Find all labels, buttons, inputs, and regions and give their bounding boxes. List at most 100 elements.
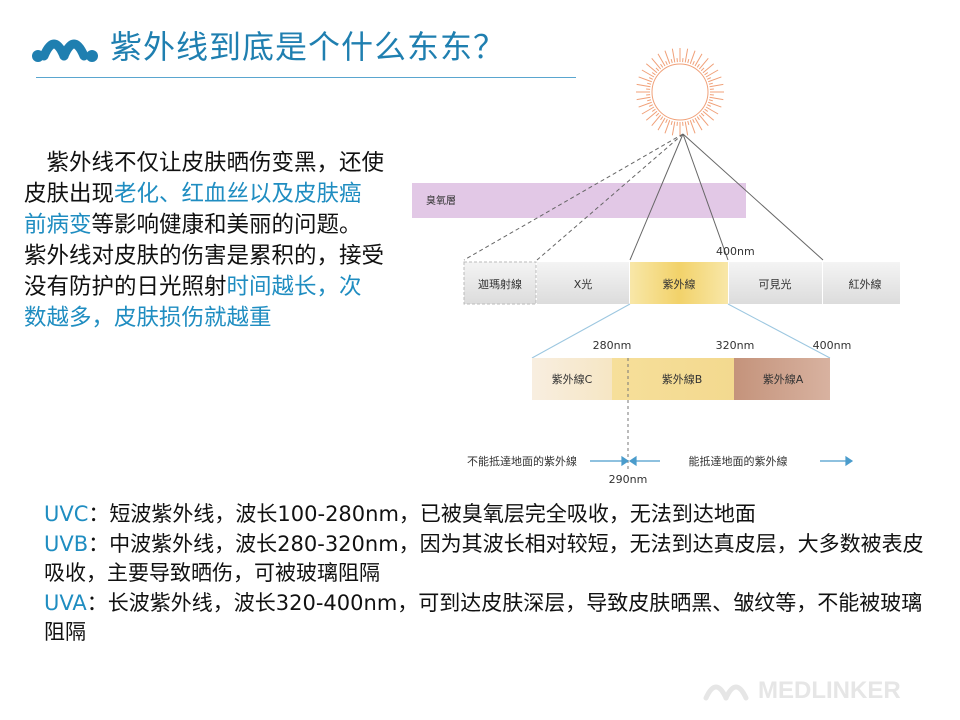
sun-ray: [670, 120, 673, 125]
spectrum-infrared: 紅外線: [849, 277, 882, 291]
sun-ray: [684, 48, 689, 63]
uva-text: ：长波紫外线，波长320-400nm，可到达皮肤深层，导致皮肤晒黑、皱纹等，不能…: [44, 590, 923, 645]
sun-ray: [698, 114, 709, 127]
sun-rays: [463, 133, 824, 261]
sun-ray: [702, 63, 715, 74]
sun-ray: [638, 101, 652, 108]
sun-ray: [692, 60, 695, 66]
sun-ray: [664, 50, 671, 64]
sun-ray: [706, 77, 712, 80]
ozone-layer-band: [412, 183, 746, 218]
sun-ray: [660, 63, 664, 68]
sun-ray: [704, 108, 709, 112]
sun-ray: [687, 59, 690, 64]
sun-ray: [657, 53, 666, 67]
intro-text-1: 紫外线不仅让皮肤晒伤变黑，还使皮肤出现: [24, 150, 385, 207]
title-divider: [36, 77, 576, 78]
sun-ray: [655, 112, 660, 117]
sun-ray: [692, 118, 695, 124]
sun-ray: [704, 72, 709, 76]
sun-ray: [648, 104, 654, 107]
sun-ray: [645, 63, 658, 74]
sun-ray: [696, 116, 700, 121]
uv-spectrum-diagram: 臭氧層 400nm 迦瑪射線 X光 紫外線 可見光 紅外線 280nm 320n…: [412, 48, 900, 486]
sun-ray: [709, 96, 724, 101]
uvc-line: UVC：短波紫外线，波长100-280nm，已被臭氧层完全吸收，无法到达地面: [44, 500, 924, 530]
medlinker-logo-icon: [32, 39, 98, 62]
sun-ray: [694, 53, 703, 67]
intro-highlight-2: 时间越长，次数越多，皮肤损伤就越重: [24, 274, 362, 331]
spectrum-visible: 可見光: [759, 277, 792, 291]
sun-ray: [706, 104, 712, 107]
sun-ray: [651, 72, 656, 76]
label-can-reach: 能抵達地面的紫外線: [689, 454, 788, 468]
label-280nm: 280nm: [593, 339, 632, 352]
sun-ray: [647, 82, 652, 85]
sun-ray: [689, 50, 696, 64]
sun-ray: [700, 67, 705, 72]
sun-ray: [636, 96, 651, 101]
sun-ray: [705, 106, 719, 115]
intro-text-2: 等影响健康和美丽的问题。紫外线对皮肤的伤害是累积的，接受没有防护的日光照射: [24, 212, 385, 300]
sun-ray: [687, 120, 690, 125]
uva-line: UVA：长波紫外线，波长320-400nm，可到达皮肤深层，导致皮肤晒黑、皱纹等…: [44, 589, 924, 648]
sun-ray: [655, 67, 660, 72]
sun-ray: [651, 114, 662, 127]
label-400nm: 400nm: [813, 339, 852, 352]
sun-ray: [700, 112, 705, 117]
spectrum-xray: X光: [574, 277, 593, 291]
label-cannot-reach: 不能抵達地面的紫外線: [467, 454, 577, 468]
sun-ray: [705, 69, 719, 78]
spectrum-bar: [463, 261, 900, 305]
sun-ray: [641, 106, 655, 115]
band-uvb: 紫外線B: [662, 372, 703, 386]
sun-ray: [660, 116, 664, 121]
sun-ray: [702, 110, 715, 121]
sun-ray: [671, 121, 676, 136]
uvb-text: ：中波紫外线，波长280-320nm，因为其波长相对较短，无法到达真皮层，大多数…: [44, 531, 924, 586]
sun-ray: [641, 69, 655, 78]
label-290nm: 290nm: [609, 473, 648, 486]
intro-highlight-1: 老化、红血丝以及皮肤癌前病变: [24, 181, 362, 238]
sun-ray: [665, 60, 668, 66]
label-400nm-top: 400nm: [716, 245, 755, 258]
sun-ray: [638, 76, 652, 83]
sun-ray: [657, 117, 666, 131]
intro-paragraph: 紫外线不仅让皮肤晒伤变黑，还使皮肤出现老化、红血丝以及皮肤癌前病变等影响健康和美…: [24, 148, 384, 334]
sun-ray: [651, 57, 662, 70]
uv-types-explanation: UVC：短波紫外线，波长100-280nm，已被臭氧层完全吸收，无法到达地面 U…: [44, 500, 924, 648]
sun-icon: [636, 48, 724, 136]
label-320nm: 320nm: [716, 339, 755, 352]
sun-ray: [671, 48, 676, 63]
sun-ray: [708, 76, 722, 83]
sun-ray: [647, 99, 652, 102]
sun-core: [651, 63, 709, 121]
uvb-label: UVB: [44, 531, 89, 556]
ozone-layer-label: 臭氧層: [426, 194, 456, 207]
sun-ray: [670, 59, 673, 64]
uva-label: UVA: [44, 590, 87, 615]
band-uva: 紫外線A: [763, 372, 804, 386]
sun-ray: [698, 57, 709, 70]
sun-ray: [696, 63, 700, 68]
spectrum-uv: 紫外線: [663, 277, 696, 291]
medlinker-watermark: MEDLINKER: [703, 677, 901, 704]
band-uvc: 紫外線C: [552, 372, 593, 386]
uv-bands: [532, 358, 830, 400]
watermark-text: MEDLINKER: [758, 677, 901, 704]
sun-ray: [665, 118, 668, 124]
sun-ray: [708, 99, 713, 102]
sun-ray: [645, 110, 658, 121]
spectrum-gamma: 迦瑪射線: [478, 277, 522, 291]
sun-ray: [684, 121, 689, 136]
sun-ray: [651, 108, 656, 112]
uvc-label: UVC: [44, 502, 89, 526]
sun-ray: [709, 83, 724, 88]
sun-ray: [708, 101, 722, 108]
sun-ray: [664, 120, 671, 134]
uvb-line: UVB：中波紫外线，波长280-320nm，因为其波长相对较短，无法到达真皮层，…: [44, 530, 924, 589]
sun-ray: [689, 120, 696, 134]
page-title: 紫外线到底是个什么东东？: [110, 28, 507, 66]
uvc-text: ：短波紫外线，波长100-280nm，已被臭氧层完全吸收，无法到达地面: [88, 502, 756, 526]
sun-ray: [636, 83, 651, 88]
